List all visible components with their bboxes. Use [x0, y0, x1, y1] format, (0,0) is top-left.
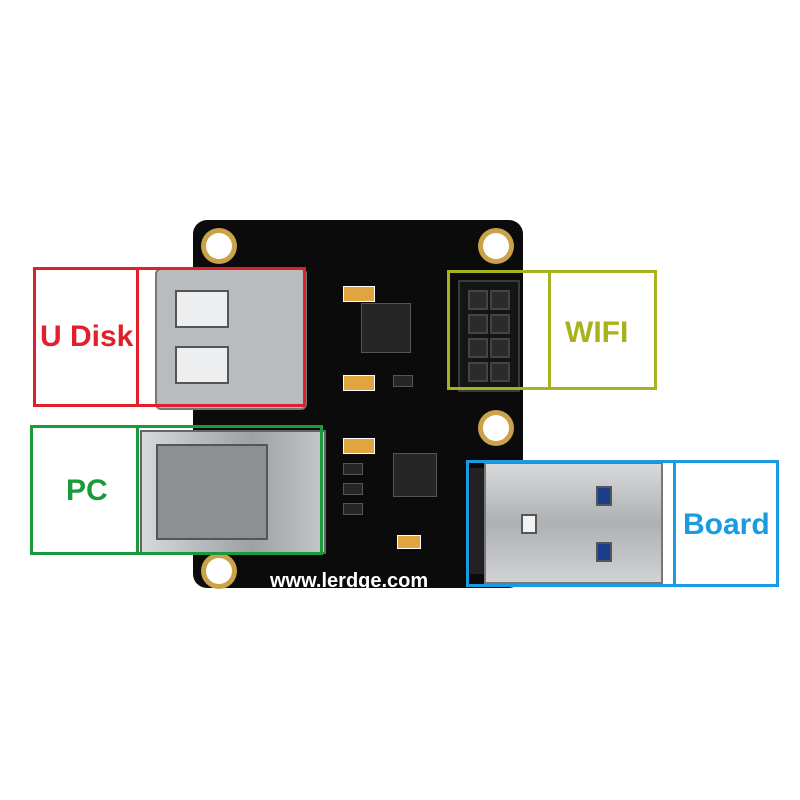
mount-hole-bottom-left	[206, 558, 232, 584]
resistor	[343, 483, 363, 495]
pin	[468, 314, 488, 334]
wifi-label-box	[447, 270, 657, 390]
usb-plug-window	[521, 514, 537, 534]
usb-plug-window	[596, 542, 612, 562]
voltage-regulator-chip	[361, 303, 411, 353]
wifi-pin-header	[458, 280, 520, 392]
pin	[490, 338, 510, 358]
pc-label: PC	[66, 474, 108, 507]
pin	[468, 362, 488, 382]
board-url-silkscreen: www.lerdge.com	[270, 570, 429, 592]
mount-hole-top-right	[483, 233, 509, 259]
resistor	[343, 463, 363, 475]
capacitor	[343, 375, 375, 391]
usb-a-slot	[175, 290, 229, 328]
usb-a-slot	[175, 346, 229, 384]
pin	[468, 338, 488, 358]
board-label-divider	[673, 460, 676, 587]
wifi-label: WIFI	[565, 316, 629, 349]
capacitor	[343, 286, 375, 302]
usb-a-port	[155, 268, 307, 410]
usb-controller-chip	[393, 453, 437, 497]
mount-hole-top-left	[206, 233, 232, 259]
mount-hole-middle-right	[483, 415, 509, 441]
resistor	[393, 375, 413, 387]
pin	[468, 290, 488, 310]
usb-a-plug	[484, 462, 663, 584]
board-label: Board	[683, 508, 770, 541]
pin	[490, 314, 510, 334]
pc-label-divider	[136, 425, 139, 555]
usb-b-port	[140, 430, 326, 554]
pin	[490, 290, 510, 310]
u-disk-label-box	[33, 267, 306, 407]
pc-label-box	[30, 425, 323, 555]
capacitor	[343, 438, 375, 454]
board-label-box	[466, 460, 779, 587]
capacitor	[397, 535, 421, 549]
u-disk-label: U Disk	[40, 320, 134, 353]
resistor	[343, 503, 363, 515]
usb-plug-window	[596, 486, 612, 506]
wifi-label-divider	[548, 270, 551, 390]
pin	[490, 362, 510, 382]
u-disk-label-divider	[136, 267, 139, 407]
usb-b-face	[156, 444, 268, 540]
